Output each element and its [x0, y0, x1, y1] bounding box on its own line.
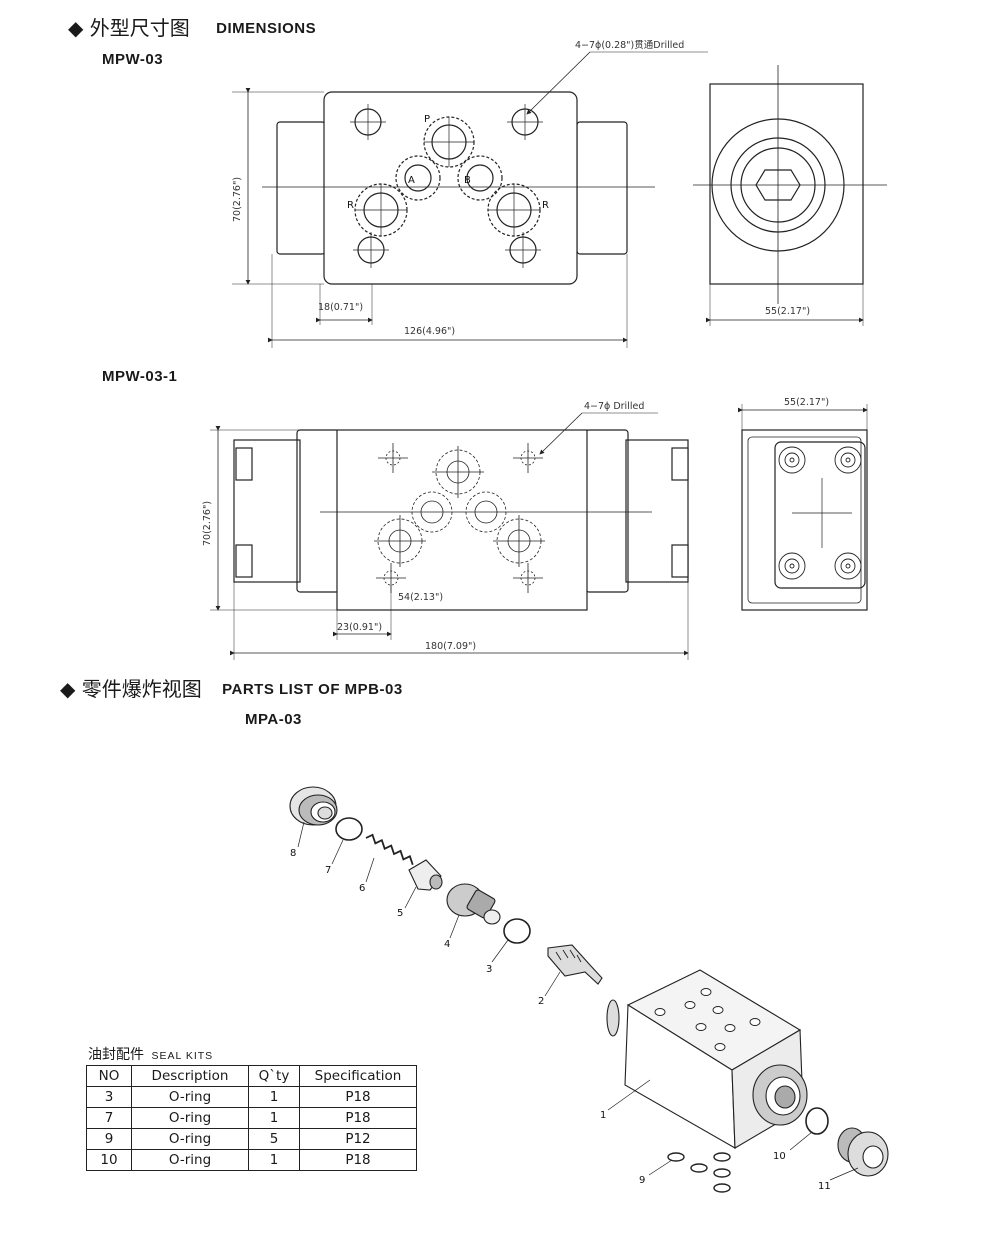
callout-9: 9 [639, 1175, 645, 1186]
drawing-mpw03-1-front [210, 412, 689, 660]
model-label-mpw-03-1: MPW-03-1 [102, 368, 178, 385]
cell-specification: P18 [299, 1107, 417, 1129]
drilled-note-2: 4−7ϕ Drilled [584, 401, 644, 412]
cell-no: 7 [86, 1107, 132, 1129]
seal-kits-title-en: SEAL KITS [151, 1050, 214, 1062]
table-row: 10 O-ring 1 P18 [86, 1149, 417, 1171]
cell-description: O-ring [131, 1086, 249, 1108]
dim-side-width: 55(2.17") [765, 306, 810, 317]
header-specification: Specification [299, 1065, 417, 1087]
table-header-row: NO Description Q`ty Specification [86, 1065, 417, 1087]
callout-1: 1 [600, 1110, 606, 1121]
seal-kits-table: NO Description Q`ty Specification 3 O-ri… [86, 1065, 417, 1171]
dim-side-width-2: 55(2.17") [784, 397, 829, 408]
section-title-parts: ◆ 零件爆炸视图 PARTS LIST OF MPB-03 [60, 673, 403, 702]
port-label-r-right: R [542, 200, 549, 211]
cell-qty: 5 [248, 1128, 300, 1150]
part-6-spring [365, 833, 414, 866]
cell-no: 9 [86, 1128, 132, 1150]
table-row: 9 O-ring 5 P12 [86, 1128, 417, 1150]
dim-height: 70(2.76") [232, 177, 243, 222]
part-7-o-ring [335, 817, 363, 841]
drawing-mpw03-side [693, 65, 887, 326]
model-label-mpa-03: MPA-03 [245, 711, 302, 728]
dim-inner-2: 54(2.13") [398, 592, 443, 603]
callout-7: 7 [325, 865, 331, 876]
drawing-mpw03-front [232, 51, 708, 348]
callout-labels: 1 2 3 4 5 6 7 8 9 10 11 [290, 848, 831, 1192]
drilled-note: 4−7ϕ(0.28")贯通Drilled [575, 40, 684, 51]
section-title-en: PARTS LIST OF MPB-03 [222, 681, 403, 698]
seal-kits-title: 油封配件 SEAL KITS [88, 1044, 213, 1064]
diamond-icon: ◆ [68, 16, 84, 40]
bolt-hole [353, 232, 389, 268]
callout-3: 3 [486, 964, 492, 975]
callout-6: 6 [359, 883, 365, 894]
part-9-o-rings [667, 1152, 731, 1193]
part-4-piston [446, 883, 501, 925]
callout-2: 2 [538, 996, 544, 1007]
part-11-plug [837, 1127, 889, 1177]
cell-specification: P12 [299, 1128, 417, 1150]
exploded-view [289, 786, 889, 1193]
cell-specification: P18 [299, 1149, 417, 1171]
bolt-hole [507, 104, 543, 140]
cell-description: O-ring [131, 1128, 249, 1150]
header-no: NO [86, 1065, 132, 1087]
model-label-mpw-03: MPW-03 [102, 51, 164, 68]
part-3-o-ring [503, 918, 531, 944]
header-qty: Q`ty [248, 1065, 300, 1087]
part-2-stem [547, 944, 603, 985]
table-row: 3 O-ring 1 P18 [86, 1086, 417, 1108]
bolt-hole [505, 232, 541, 268]
cell-no: 10 [86, 1149, 132, 1171]
port-label-r-left: R [347, 200, 354, 211]
dim-offset-2: 23(0.91") [337, 622, 382, 633]
table-row: 7 O-ring 1 P18 [86, 1107, 417, 1129]
bolt-hole [350, 104, 386, 140]
cell-description: O-ring [131, 1107, 249, 1129]
seal-kits-title-cn: 油封配件 [88, 1047, 144, 1063]
cell-specification: P18 [299, 1086, 417, 1108]
section-title-dimensions: ◆ 外型尺寸图 DIMENSIONS [68, 12, 316, 41]
dim-height-2: 70(2.76") [202, 501, 213, 546]
callout-8: 8 [290, 848, 296, 859]
cell-description: O-ring [131, 1149, 249, 1171]
port-label-a: A [408, 175, 415, 186]
drawing-mpw03-1-side [738, 404, 868, 611]
callout-5: 5 [397, 908, 403, 919]
callout-10: 10 [773, 1151, 786, 1162]
port-label-p: P [424, 114, 430, 125]
cell-qty: 1 [248, 1149, 300, 1171]
port-r-left [354, 183, 408, 237]
section-title-cn: 零件爆炸视图 [81, 677, 202, 701]
section-title-cn: 外型尺寸图 [89, 16, 190, 40]
dim-length-2: 180(7.09") [425, 641, 476, 652]
diamond-icon: ◆ [60, 677, 76, 701]
port-r-right [487, 183, 541, 237]
cell-qty: 1 [248, 1107, 300, 1129]
port-b [457, 155, 503, 201]
dim-offset: 18(0.71") [318, 302, 363, 313]
port-label-b: B [464, 175, 471, 186]
port-p [423, 116, 475, 168]
part-8-cap [289, 786, 338, 826]
part-1-body [606, 969, 808, 1149]
port-a [395, 155, 441, 201]
part-5-poppet [408, 859, 443, 891]
header-description: Description [131, 1065, 249, 1087]
part-10-o-ring [805, 1107, 829, 1135]
cell-qty: 1 [248, 1086, 300, 1108]
dim-length: 126(4.96") [404, 326, 455, 337]
cell-no: 3 [86, 1086, 132, 1108]
callout-4: 4 [444, 939, 450, 950]
section-title-en: DIMENSIONS [216, 20, 317, 37]
callout-11: 11 [818, 1181, 831, 1192]
